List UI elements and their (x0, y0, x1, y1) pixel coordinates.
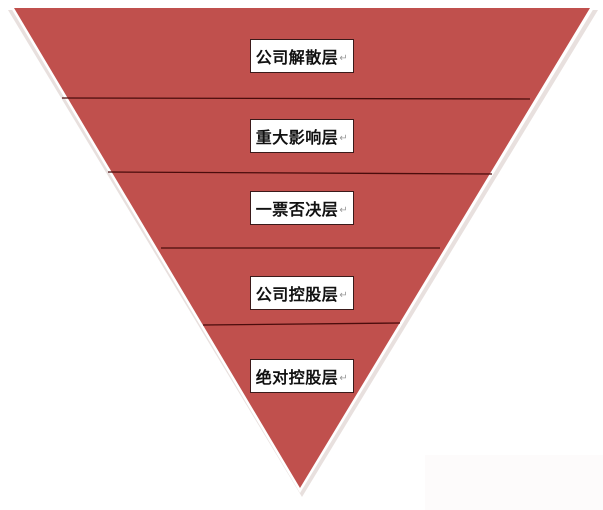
paragraph-mark-icon: ↵ (339, 132, 349, 144)
layer-label-veto: 一票否决层↵ (250, 191, 354, 225)
paragraph-mark-icon: ↵ (339, 52, 349, 64)
paragraph-mark-icon: ↵ (339, 204, 349, 216)
layer-label-company-control: 公司控股层↵ (250, 276, 354, 310)
layer-label-text: 重大影响层 (255, 128, 339, 147)
layer-label-text: 公司控股层 (255, 285, 339, 304)
divider-line-4 (202, 322, 401, 326)
layer-label-text: 一票否决层 (255, 200, 339, 219)
layer-label-text: 绝对控股层 (255, 368, 339, 387)
paragraph-mark-icon: ↵ (339, 289, 349, 301)
paragraph-mark-icon: ↵ (339, 372, 349, 384)
divider-line-2 (107, 171, 493, 175)
layer-label-major-influence: 重大影响层↵ (250, 119, 354, 153)
watermark-area (425, 455, 603, 510)
layer-label-company-dissolution: 公司解散层↵ (250, 39, 354, 73)
layer-label-absolute-control: 绝对控股层↵ (250, 359, 354, 393)
layer-label-text: 公司解散层 (255, 48, 339, 67)
divider-line-1 (61, 97, 531, 100)
